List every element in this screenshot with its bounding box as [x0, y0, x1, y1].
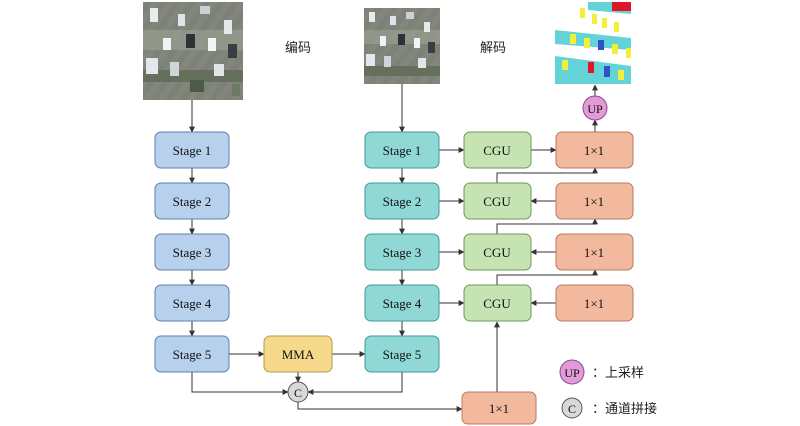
- edge-cgu3-conv2: [496, 218, 598, 234]
- conv-2-label: 1×1: [584, 194, 604, 209]
- decoder-stage-5: Stage 5: [364, 335, 440, 373]
- upsample-node-symbol: UP: [587, 102, 603, 116]
- cgu-column: CGU CGU CGU CGU: [463, 131, 532, 322]
- cgu-2-label: CGU: [483, 194, 511, 209]
- decoder-stage-1-label: Stage 1: [383, 143, 422, 158]
- encoder-stage-5: Stage 5: [154, 335, 230, 373]
- bottom-conv-label: 1×1: [489, 401, 509, 416]
- encoder-stage-3-label: Stage 3: [173, 245, 212, 260]
- upsample-node: UP: [582, 95, 608, 121]
- legend-up-symbol: UP: [564, 366, 580, 380]
- segmentation-output-image: [555, 2, 631, 84]
- conv-1: 1×1: [555, 131, 634, 169]
- legend-c-symbol: C: [568, 402, 576, 416]
- cgu-2: CGU: [463, 182, 532, 220]
- conv-column: 1×1 1×1 1×1 1×1: [555, 131, 634, 322]
- concat-node-symbol: C: [294, 386, 302, 400]
- edge-concat-bottom-conv: [297, 402, 463, 412]
- cgu-4-label: CGU: [483, 296, 511, 311]
- conv-4: 1×1: [555, 284, 634, 322]
- decoder-stage-3-label: Stage 3: [383, 245, 422, 260]
- decoder-column: Stage 1 Stage 2 Stage 3 Stage 4 Stage 5: [364, 131, 440, 373]
- edges: [189, 84, 598, 412]
- edge-enc-s5-concat: [191, 372, 289, 395]
- bottom-conv-block: 1×1: [461, 391, 537, 425]
- encoder-stage-5-label: Stage 5: [173, 347, 212, 362]
- decoder-stage-3: Stage 3: [364, 233, 440, 271]
- encoder-column: Stage 1 Stage 2 Stage 3 Stage 4 Stage 5: [154, 131, 230, 373]
- conv-3: 1×1: [555, 233, 634, 271]
- decoder-stage-4-label: Stage 4: [383, 296, 422, 311]
- conv-3-label: 1×1: [584, 245, 604, 260]
- edge-cgu4-conv3: [496, 269, 598, 285]
- decoder-stage-5-label: Stage 5: [383, 347, 422, 362]
- cgu-1-label: CGU: [483, 143, 511, 158]
- encoder-stage-1: Stage 1: [154, 131, 230, 169]
- decoder-input-image: [364, 8, 440, 84]
- decoder-stage-2: Stage 2: [364, 182, 440, 220]
- encoder-stage-4: Stage 4: [154, 284, 230, 322]
- cgu-1: CGU: [463, 131, 532, 169]
- decoder-stage-4: Stage 4: [364, 284, 440, 322]
- encoder-stage-3: Stage 3: [154, 233, 230, 271]
- conv-4-label: 1×1: [584, 296, 604, 311]
- conv-2: 1×1: [555, 182, 634, 220]
- encoder-input-image: [143, 2, 243, 100]
- decoder-stage-1: Stage 1: [364, 131, 440, 169]
- cgu-3-label: CGU: [483, 245, 511, 260]
- decoder-stage-2-label: Stage 2: [383, 194, 422, 209]
- legend-upsample: UP ：上采样: [559, 359, 644, 385]
- edge-dec-s5-concat: [307, 372, 403, 395]
- mma-block: MMA: [263, 335, 333, 373]
- legend-concat: C ：通道拼接: [561, 397, 657, 419]
- cgu-4: CGU: [463, 284, 532, 322]
- legend-up-text: ：上采样: [592, 366, 644, 381]
- encoder-stage-4-label: Stage 4: [173, 296, 212, 311]
- encoder-title: 编码: [285, 41, 311, 56]
- encoder-stage-2: Stage 2: [154, 182, 230, 220]
- concat-node: C: [287, 381, 309, 403]
- cgu-3: CGU: [463, 233, 532, 271]
- edge-cgu2-conv1: [496, 167, 598, 183]
- encoder-stage-2-label: Stage 2: [173, 194, 212, 209]
- legend: UP ：上采样 C ：通道拼接: [559, 359, 657, 419]
- decoder-title: 解码: [480, 41, 506, 56]
- encoder-stage-1-label: Stage 1: [173, 143, 212, 158]
- conv-1-label: 1×1: [584, 143, 604, 158]
- legend-c-text: ：通道拼接: [592, 401, 657, 417]
- mma-label: MMA: [282, 347, 315, 362]
